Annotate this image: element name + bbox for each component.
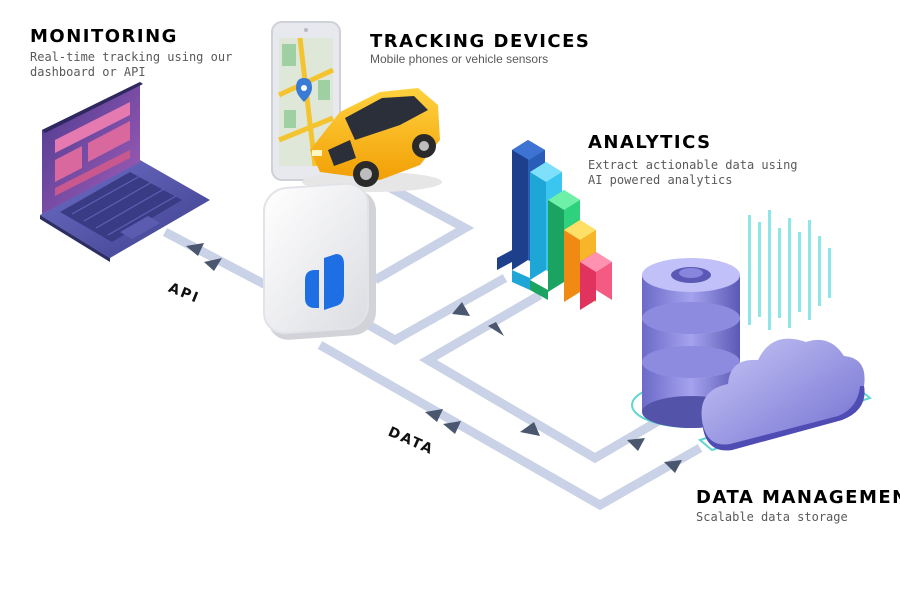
arrow-db-3 bbox=[664, 460, 682, 473]
tracking-devices-title: TRACKING DEVICES bbox=[370, 31, 591, 52]
analytics-title: ANALYTICS bbox=[588, 132, 712, 153]
arrow-analytics-2 bbox=[488, 322, 504, 336]
monitoring-description-line-2: dashboard or API bbox=[30, 65, 146, 79]
cloud-icon bbox=[697, 338, 873, 452]
pipe-data bbox=[317, 341, 703, 511]
monitoring-description-line-1: Real-time tracking using our bbox=[30, 50, 233, 64]
arrow-data-2 bbox=[443, 421, 461, 434]
data-management-description: Scalable data storage bbox=[696, 510, 848, 525]
pipe-analytics-db bbox=[419, 291, 663, 464]
hub-logo-icon bbox=[263, 182, 376, 340]
analytics-description-line-1: Extract actionable data using bbox=[588, 158, 798, 172]
monitoring-description: Real-time tracking using our dashboard o… bbox=[30, 50, 232, 80]
laptop-icon bbox=[40, 82, 210, 262]
analytics-description: Extract actionable data using AI powered… bbox=[588, 158, 798, 188]
data-stream-decoration bbox=[748, 210, 831, 330]
analytics-bars-icon bbox=[497, 140, 612, 310]
analytics-description-line-2: AI powered analytics bbox=[588, 173, 733, 187]
arrow-api-1 bbox=[186, 243, 204, 256]
flow-arrows bbox=[186, 243, 682, 473]
arrow-analytics-1 bbox=[452, 302, 470, 316]
pipe-tracking bbox=[372, 181, 475, 284]
database-icon bbox=[631, 258, 749, 428]
data-management-description-line-1: Scalable data storage bbox=[696, 510, 848, 524]
pipe-analytics bbox=[357, 274, 508, 346]
arrow-api-2 bbox=[204, 258, 222, 271]
arrow-data-1 bbox=[425, 409, 443, 422]
arrow-db-1 bbox=[520, 422, 540, 436]
arrow-db-2 bbox=[627, 438, 645, 451]
tracking-devices-description-line-1: Mobile phones or vehicle sensors bbox=[370, 52, 549, 66]
monitoring-title: MONITORING bbox=[30, 26, 178, 47]
tracking-devices-description: Mobile phones or vehicle sensors bbox=[370, 52, 548, 67]
data-pipes bbox=[162, 181, 703, 511]
data-management-title: DATA MANAGEMENT bbox=[696, 487, 900, 508]
